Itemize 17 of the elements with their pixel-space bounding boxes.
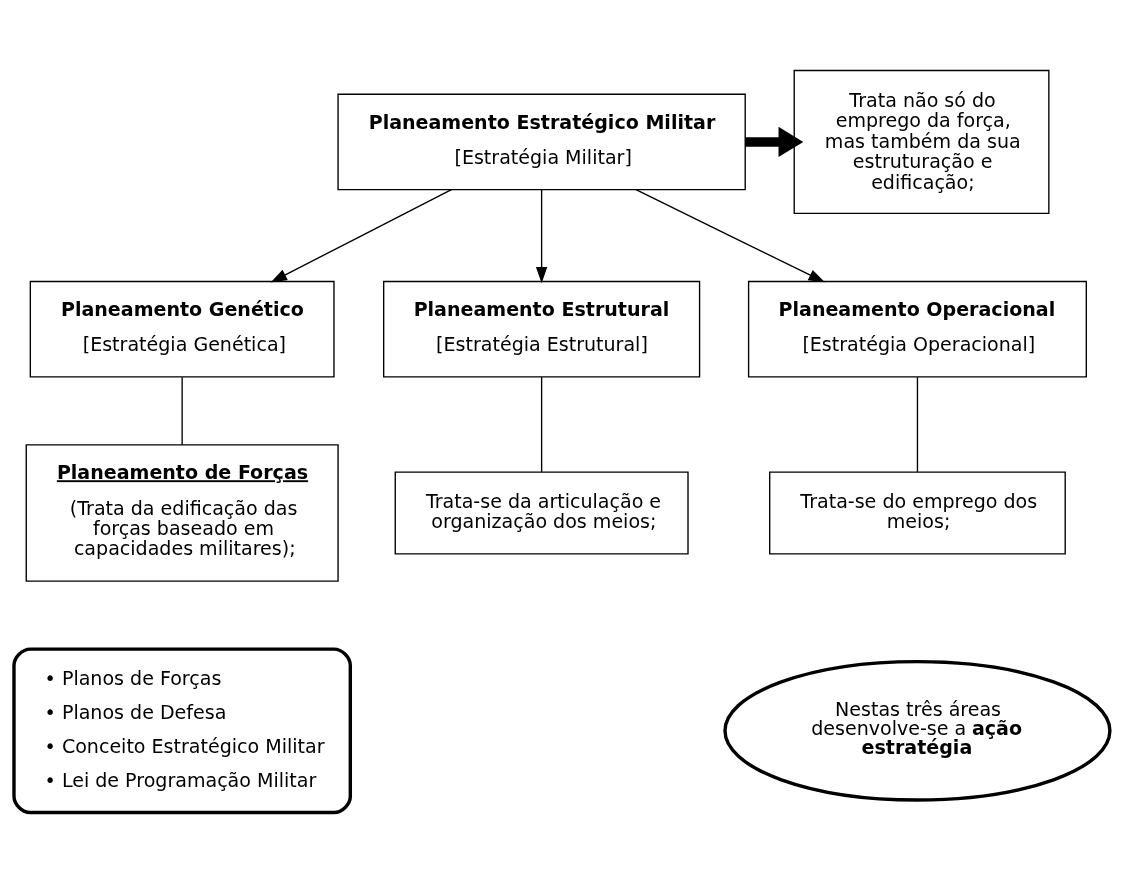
arrow bbox=[535, 188, 548, 283]
node-box: Planeamento de Forças (Trata da edificação das forças baseado em capacidades militares); bbox=[25, 443, 339, 582]
connector bbox=[181, 376, 183, 445]
node-ellipse: Nestas três áreas desenvolve-se a ação estratégia bbox=[723, 659, 1112, 802]
arrow bbox=[745, 126, 804, 157]
arrow bbox=[270, 188, 453, 282]
node-box: Trata não só do emprego da força, mas também da sua estruturação e edificação; bbox=[793, 69, 1050, 214]
connector bbox=[540, 376, 543, 473]
arrow bbox=[635, 188, 825, 282]
node-box: Trata-se do emprego dos meios; bbox=[769, 470, 1066, 554]
node-box: Planeamento Estratégico Militar [Estratégia Militar] bbox=[337, 93, 746, 190]
connector bbox=[916, 376, 919, 473]
node-box: Planeamento Genético [Estratégia Genética] bbox=[29, 280, 335, 377]
node-box: Planeamento Operacional [Estratégia Operacional] bbox=[747, 280, 1087, 377]
node-box: Trata-se da articulação e organização dos meios; bbox=[394, 470, 689, 554]
node-box: Planeamento Estrutural [Estratégia Estrutural] bbox=[383, 280, 701, 377]
node-box: • Planos de Forças • Planos de Defesa • Conceito Estratégico Militar • Lei de Programação Militar bbox=[12, 646, 352, 814]
